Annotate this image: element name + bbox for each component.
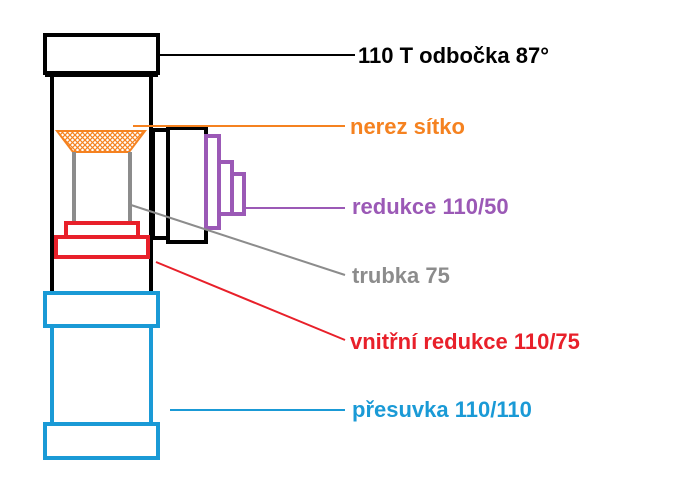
reducer-label: redukce 110/50 — [352, 194, 509, 219]
inner-reducer-leader-line — [155, 261, 346, 341]
tube-75 — [72, 152, 132, 225]
strainer-label: nerez sítko — [350, 114, 465, 139]
inner-reducer-label: vnitřní redukce 110/75 — [350, 329, 580, 354]
reducer-110-50 — [204, 134, 246, 230]
tee-label: 110 T odbočka 87° — [358, 43, 549, 68]
tube-leader-line — [130, 204, 346, 276]
inner-reducer-110-75 — [54, 221, 150, 259]
tube-label: trubka 75 — [352, 263, 450, 288]
coupler-label: přesuvka 110/110 — [352, 397, 532, 422]
coupler-110-110 — [43, 291, 160, 460]
stainless-strainer — [54, 130, 148, 153]
